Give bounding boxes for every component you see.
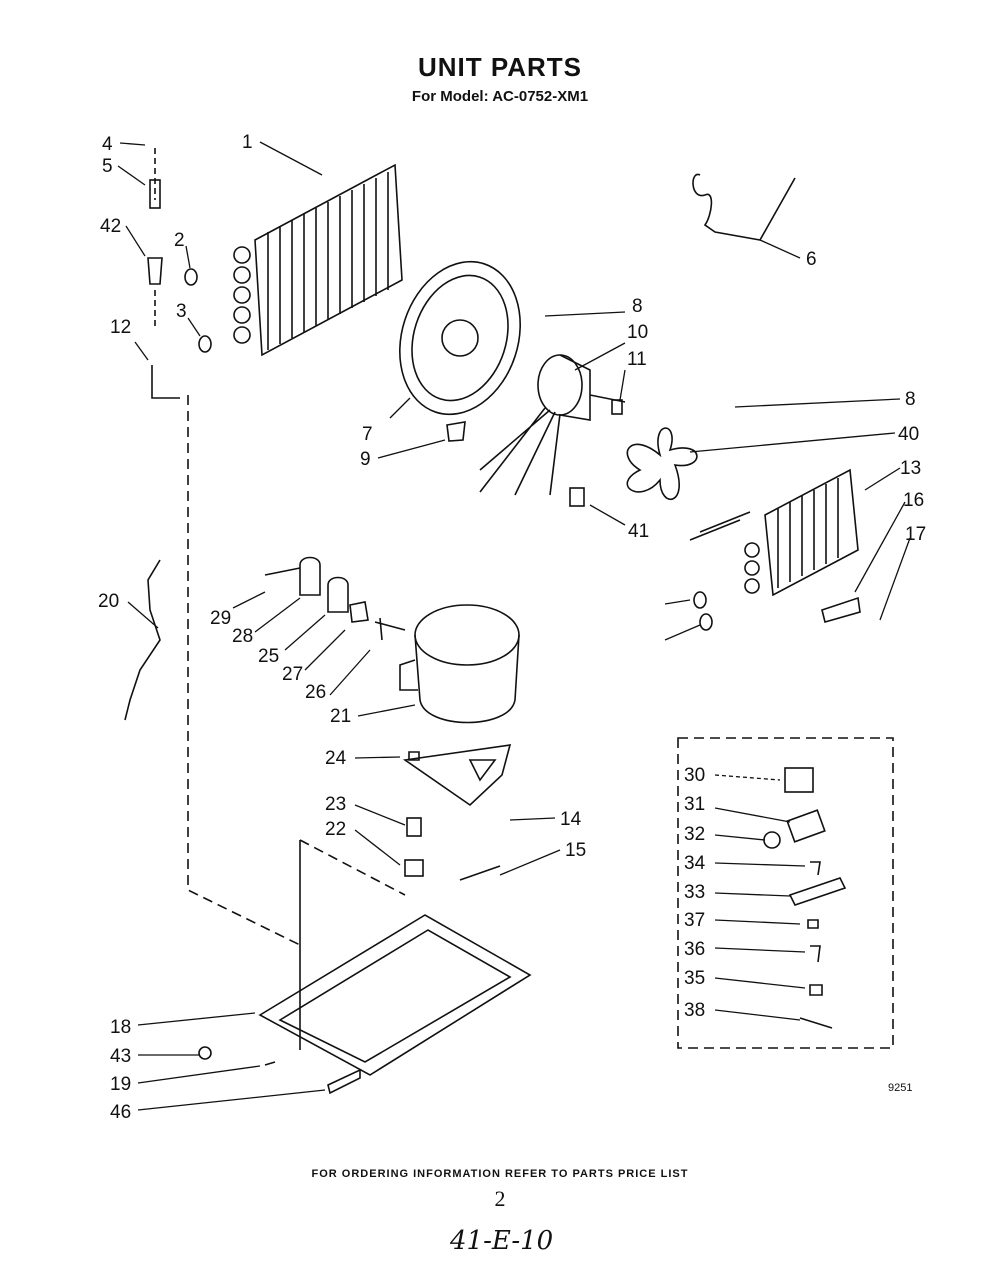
callout-3: 3 (176, 301, 187, 322)
callout-7: 7 (362, 424, 373, 445)
callout-31: 31 (684, 794, 705, 815)
callout-6: 6 (806, 249, 817, 270)
callout-33: 33 (684, 882, 705, 903)
callout-20: 20 (98, 591, 119, 612)
callout-37: 37 (684, 910, 705, 931)
handwritten-note: 41-E-10 (450, 1226, 554, 1256)
ordering-info-footer: FOR ORDERING INFORMATION REFER TO PARTS … (311, 1168, 689, 1180)
callout-8b: 8 (905, 389, 916, 410)
callout-12: 12 (110, 317, 131, 338)
callout-17: 17 (905, 524, 926, 545)
callout-2: 2 (174, 230, 185, 251)
callout-14: 14 (560, 809, 582, 830)
callout-25: 25 (258, 646, 279, 667)
part-callouts: 1 2 3 4 5 6 7 8 8 9 10 11 12 13 14 15 16… (98, 132, 926, 1123)
callout-19: 19 (110, 1074, 131, 1095)
callout-9: 9 (360, 449, 371, 470)
evaporator-coil (233, 163, 403, 357)
callout-46: 46 (110, 1102, 131, 1123)
callout-34: 34 (684, 853, 706, 874)
callout-22: 22 (325, 819, 346, 840)
callout-26: 26 (305, 682, 326, 703)
callout-24: 24 (325, 748, 347, 769)
callout-32: 32 (684, 824, 705, 845)
callout-38: 38 (684, 1000, 705, 1021)
callout-27: 27 (282, 664, 303, 685)
callout-28: 28 (232, 626, 253, 647)
callout-4: 4 (102, 134, 113, 155)
callout-16: 16 (903, 490, 924, 511)
callout-18: 18 (110, 1017, 131, 1038)
callout-35: 35 (684, 968, 705, 989)
callout-43: 43 (110, 1046, 131, 1067)
callout-41: 41 (628, 521, 649, 542)
drawing-reference-number: 9251 (888, 1082, 913, 1094)
page-title: UNIT PARTS (417, 52, 583, 82)
callout-1: 1 (242, 132, 253, 153)
callout-11: 11 (627, 349, 647, 370)
callout-5: 5 (102, 156, 113, 177)
callout-10: 10 (627, 322, 648, 343)
leader-lines (117, 141, 911, 1111)
callout-36: 36 (684, 939, 705, 960)
callout-8a: 8 (632, 296, 643, 317)
callout-21: 21 (330, 706, 351, 727)
callout-42: 42 (100, 216, 121, 237)
model-subtitle: For Model: AC-0752-XM1 (411, 88, 589, 105)
callout-40: 40 (898, 424, 919, 445)
page-number: 2 (494, 1186, 506, 1211)
callout-15: 15 (565, 840, 586, 861)
callout-23: 23 (325, 794, 346, 815)
callout-29: 29 (210, 608, 231, 629)
callout-30: 30 (684, 765, 705, 786)
callout-13: 13 (900, 458, 921, 479)
